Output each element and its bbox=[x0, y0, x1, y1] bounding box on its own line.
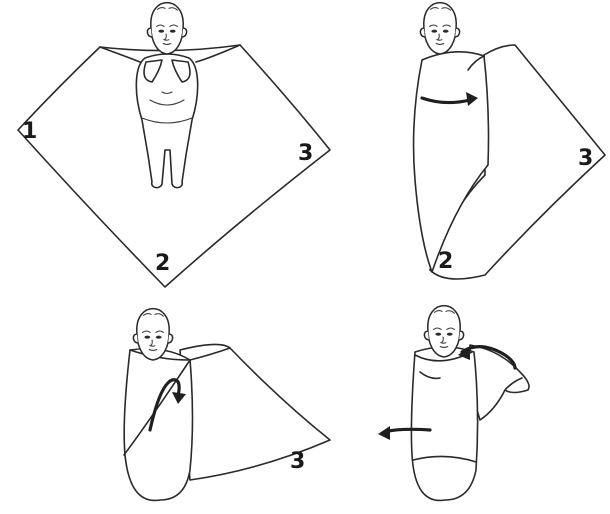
wrapped-bundle bbox=[411, 347, 477, 500]
step-4-panel bbox=[378, 306, 529, 501]
blanket-remaining-flap bbox=[470, 345, 529, 420]
corner-label-2: 2 bbox=[438, 249, 453, 274]
corner-label-2: 2 bbox=[155, 251, 170, 276]
baby-head bbox=[420, 3, 459, 54]
step-1-panel: 1 2 3 bbox=[18, 3, 330, 287]
blanket-open-part bbox=[180, 344, 330, 480]
corner-label-3: 3 bbox=[290, 449, 305, 474]
corner-label-3: 3 bbox=[578, 146, 593, 171]
step-2-panel: 2 3 bbox=[414, 3, 605, 279]
corner-label-1: 1 bbox=[22, 119, 37, 144]
step-3-panel: 3 bbox=[124, 309, 330, 501]
corner-label-3: 3 bbox=[298, 141, 313, 166]
